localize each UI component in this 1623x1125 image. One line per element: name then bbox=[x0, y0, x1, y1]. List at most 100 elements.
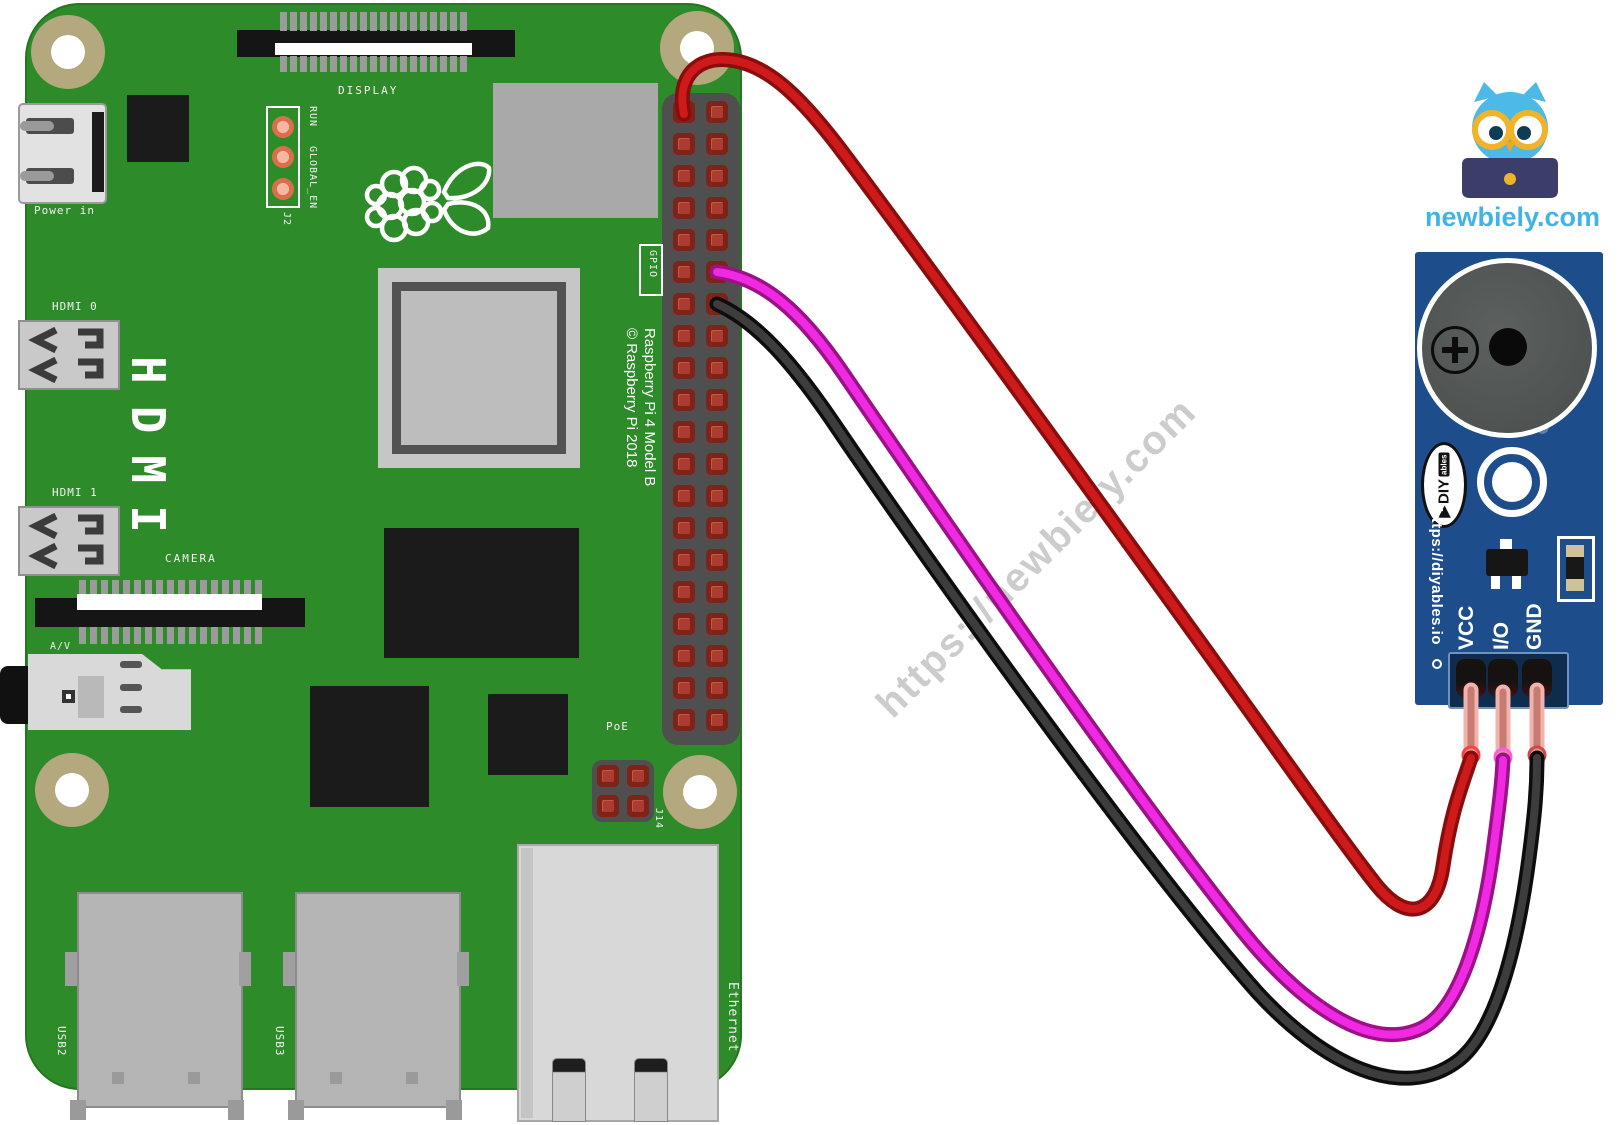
connector-tooth bbox=[320, 56, 327, 72]
gpio-pin bbox=[673, 421, 695, 443]
av-jack-detail bbox=[62, 690, 75, 703]
connector-tooth bbox=[460, 56, 467, 72]
connector-tooth bbox=[350, 56, 357, 72]
ic-chip bbox=[127, 95, 189, 162]
gpio-pin bbox=[706, 325, 728, 347]
connector-tooth bbox=[300, 12, 307, 31]
connector-tooth bbox=[330, 56, 337, 72]
gpio-pin bbox=[673, 101, 695, 123]
gpio-pin bbox=[673, 645, 695, 667]
connector-tooth bbox=[79, 580, 86, 598]
gpio-label-box: GPIO bbox=[639, 244, 663, 296]
newbiely-owl-logo-icon bbox=[1462, 82, 1558, 198]
gpio-label: GPIO bbox=[647, 250, 658, 279]
connector-tooth bbox=[145, 627, 152, 644]
cpu-chip bbox=[378, 268, 580, 468]
gpio-pin bbox=[706, 101, 728, 123]
connector-tooth bbox=[123, 627, 130, 644]
connector-tooth bbox=[430, 56, 437, 72]
gpio-pin bbox=[706, 517, 728, 539]
gpio-pin bbox=[706, 229, 728, 251]
connector-tooth bbox=[330, 12, 337, 31]
connector-tooth bbox=[156, 580, 163, 598]
vcc-pin-label: VCC bbox=[1455, 605, 1478, 650]
av-label: A/V bbox=[50, 641, 72, 652]
gpio-pin bbox=[673, 165, 695, 187]
usb3-connector bbox=[295, 892, 461, 1108]
module-mounting-hole-core bbox=[1492, 462, 1532, 502]
connector-tooth bbox=[340, 56, 347, 72]
connector-tooth bbox=[320, 12, 327, 31]
board-title-line2: © Raspberry Pi 2018 bbox=[623, 328, 640, 468]
connector-tooth bbox=[370, 12, 377, 31]
gpio-pin bbox=[706, 581, 728, 603]
connector-tooth bbox=[390, 12, 397, 31]
usb2-label: USB2 bbox=[55, 1026, 68, 1057]
connector-tooth bbox=[410, 56, 417, 72]
connector-tooth bbox=[200, 627, 207, 644]
connector-tooth bbox=[211, 627, 218, 644]
connector-tooth bbox=[280, 56, 287, 72]
connector-tooth bbox=[145, 580, 152, 598]
gpio-pin bbox=[706, 389, 728, 411]
connector-tooth bbox=[90, 580, 97, 598]
ram-chip bbox=[493, 83, 658, 218]
j14-label: J14 bbox=[653, 808, 664, 830]
connector-tooth bbox=[460, 12, 467, 31]
connector-tooth bbox=[440, 56, 447, 72]
gpio-pin bbox=[673, 261, 695, 283]
poe-label: PoE bbox=[606, 720, 629, 733]
connector-tooth bbox=[350, 12, 357, 31]
connector-tooth bbox=[290, 12, 297, 31]
mounting-hole-icon bbox=[663, 755, 737, 829]
ic-chip bbox=[310, 686, 429, 807]
gpio-pin bbox=[673, 613, 695, 635]
connector-tooth bbox=[420, 56, 427, 72]
connector-tooth bbox=[340, 12, 347, 31]
connector-tooth bbox=[390, 56, 397, 72]
poe-pin bbox=[597, 765, 619, 787]
connector-tooth bbox=[101, 580, 108, 598]
av-jack-detail bbox=[120, 684, 142, 691]
power-usb-stud bbox=[20, 171, 54, 181]
hdmi-big-label: HDMI bbox=[121, 356, 175, 555]
connector-tooth bbox=[189, 627, 196, 644]
global-en-label: GLOBAL_EN bbox=[307, 146, 318, 210]
ic-chip bbox=[488, 694, 568, 775]
poe-pin bbox=[627, 795, 649, 817]
display-connector-slot bbox=[275, 43, 472, 55]
gpio-pin bbox=[673, 325, 695, 347]
module-small-hole bbox=[1432, 659, 1442, 669]
connector-tooth bbox=[255, 580, 262, 598]
connector-tooth bbox=[370, 56, 377, 72]
connector-tooth bbox=[222, 627, 229, 644]
raspberry-pi-logo-icon bbox=[364, 161, 492, 243]
gpio-pin bbox=[706, 485, 728, 507]
gpio-pin bbox=[673, 357, 695, 379]
connector-tooth bbox=[90, 627, 97, 644]
gpio-pin bbox=[706, 261, 728, 283]
connector-tooth bbox=[360, 12, 367, 31]
connector-tooth bbox=[400, 56, 407, 72]
connector-tooth bbox=[167, 580, 174, 598]
gpio-pin bbox=[706, 709, 728, 731]
gpio-pin bbox=[706, 357, 728, 379]
gpio-pin bbox=[706, 293, 728, 315]
ic-chip bbox=[384, 528, 579, 658]
gpio-pin bbox=[673, 581, 695, 603]
gpio-pin bbox=[673, 197, 695, 219]
connector-tooth bbox=[450, 56, 457, 72]
board-title: Raspberry Pi 4 Model B © Raspberry Pi 20… bbox=[622, 328, 658, 486]
gpio-pin bbox=[673, 549, 695, 571]
hdmi1-connector bbox=[18, 506, 120, 576]
connector-tooth bbox=[440, 12, 447, 31]
gpio-pin bbox=[706, 197, 728, 219]
connector-tooth bbox=[410, 12, 417, 31]
connector-tooth bbox=[178, 627, 185, 644]
display-label: DISPLAY bbox=[338, 84, 399, 97]
connector-tooth bbox=[134, 580, 141, 598]
module-pin-gnd bbox=[1522, 659, 1552, 697]
vcc-wire bbox=[674, 52, 1479, 917]
connector-tooth bbox=[233, 627, 240, 644]
